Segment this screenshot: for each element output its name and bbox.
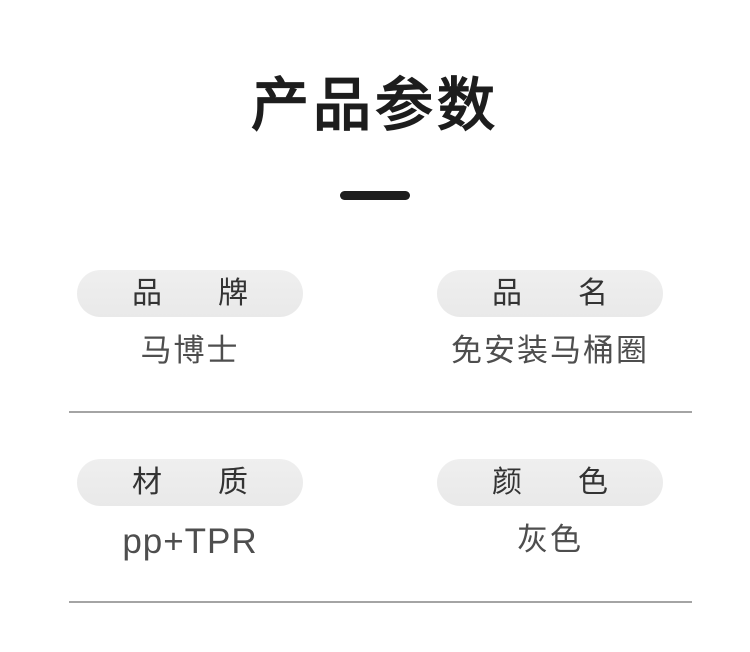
page-title: 产品参数 bbox=[250, 73, 499, 138]
param-pill-product-name: 品 名 bbox=[437, 270, 663, 317]
param-label-char: 色 bbox=[578, 465, 608, 499]
param-value-brand: 马博士 bbox=[140, 333, 240, 368]
title-underline-dash bbox=[340, 191, 410, 200]
param-label-char: 材 bbox=[132, 465, 162, 499]
param-label-char: 品 bbox=[492, 276, 522, 310]
param-pill-material: 材 质 bbox=[77, 459, 303, 506]
param-pill-color: 颜 色 bbox=[437, 459, 663, 506]
param-value-color: 灰色 bbox=[517, 522, 583, 557]
param-cell-material: 材 质 pp+TPR bbox=[77, 459, 303, 562]
param-cell-brand: 品 牌 马博士 bbox=[77, 270, 303, 368]
divider bbox=[69, 411, 692, 413]
divider bbox=[69, 601, 692, 603]
param-label-char: 名 bbox=[578, 276, 608, 310]
param-pill-brand: 品 牌 bbox=[77, 270, 303, 317]
param-cell-product-name: 品 名 免安装马桶圈 bbox=[437, 270, 663, 368]
param-label-char: 品 bbox=[132, 276, 162, 310]
param-cell-color: 颜 色 灰色 bbox=[437, 459, 663, 557]
param-value-product-name: 免安装马桶圈 bbox=[451, 333, 649, 368]
param-label-char: 质 bbox=[218, 465, 248, 499]
param-value-material: pp+TPR bbox=[122, 522, 258, 561]
param-label-char: 颜 bbox=[492, 465, 522, 499]
param-label-char: 牌 bbox=[218, 276, 248, 310]
